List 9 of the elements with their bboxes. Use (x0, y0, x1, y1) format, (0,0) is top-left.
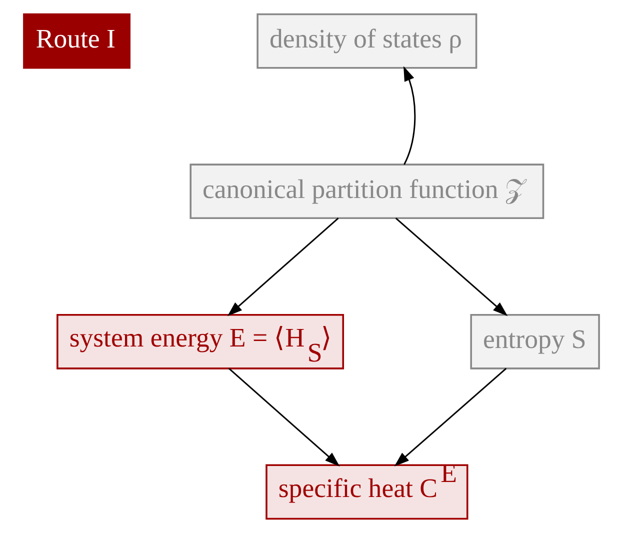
arrow (228, 368, 340, 466)
node-box: Route I (23, 13, 130, 69)
node-box: canonical partition function 𝒵 (190, 164, 544, 220)
arrow (403, 66, 416, 165)
node-box: entropy S (470, 314, 600, 370)
arrow (394, 368, 507, 466)
arrow (227, 218, 339, 316)
arrow (395, 218, 508, 316)
node-box: density of states ρ (256, 13, 478, 69)
